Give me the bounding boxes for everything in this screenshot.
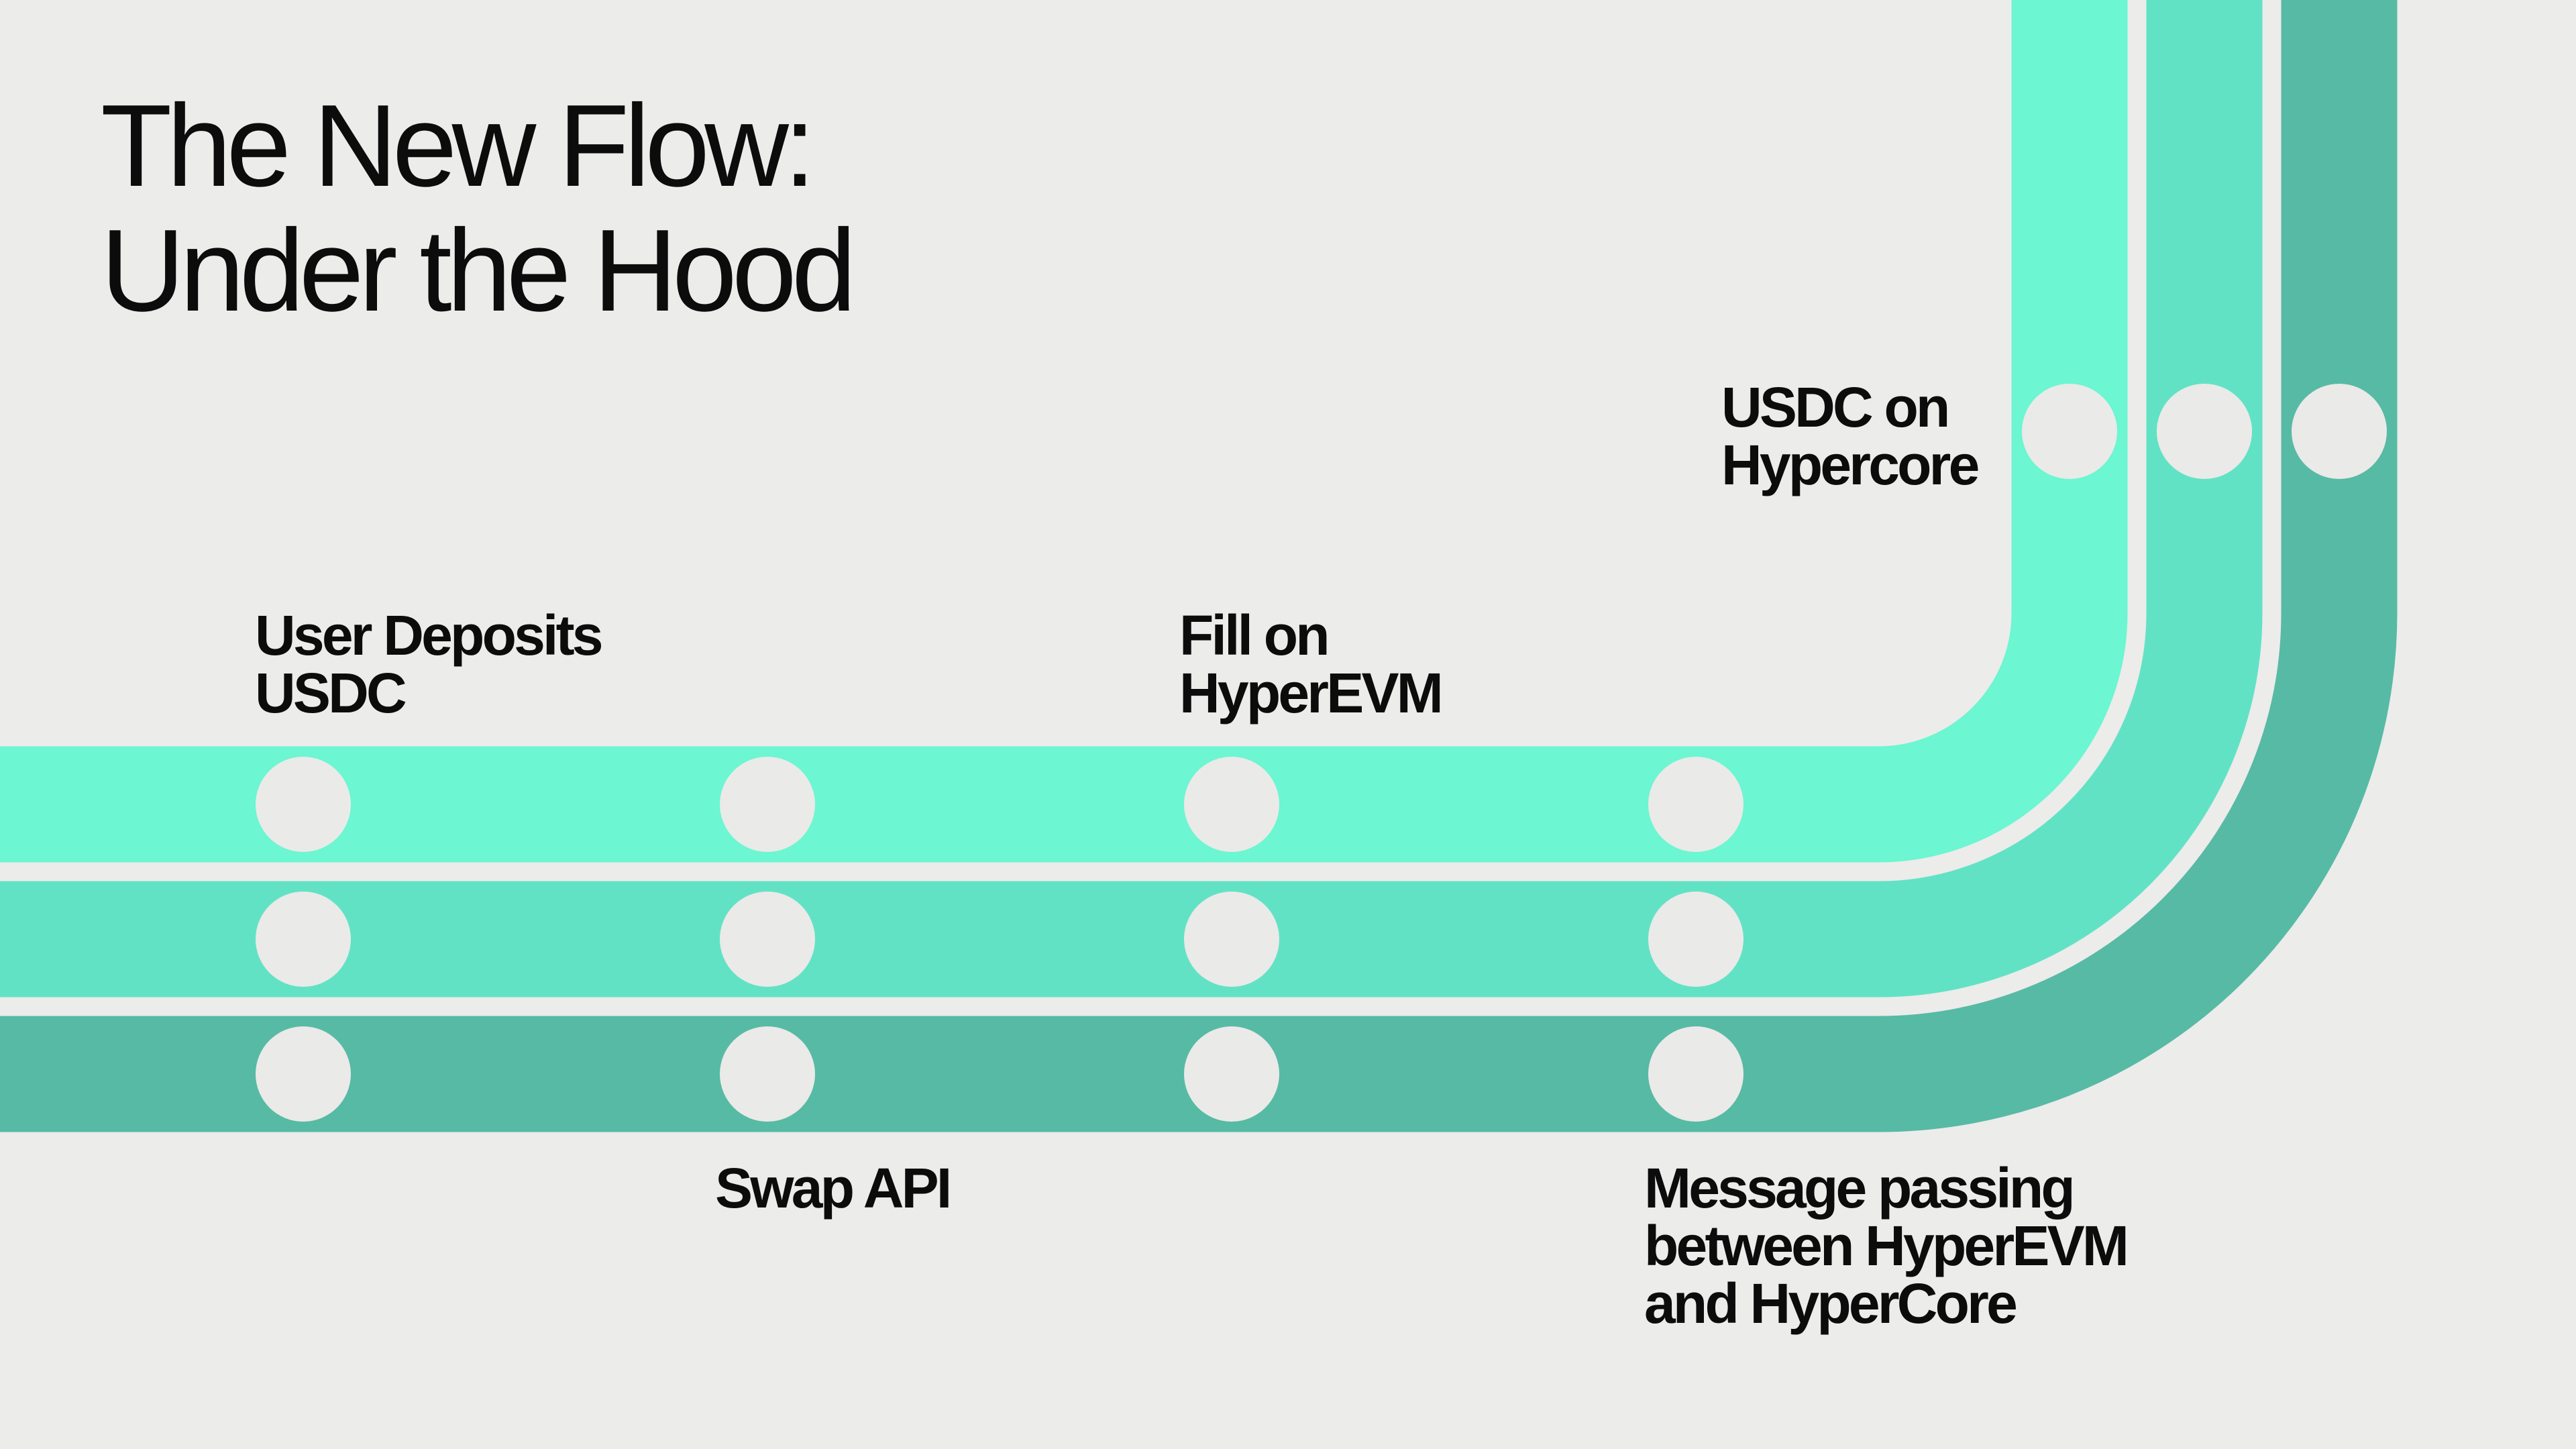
station-dot	[720, 892, 815, 987]
station-dot	[2022, 384, 2117, 479]
station-dot	[1184, 757, 1279, 852]
station-label-usdc-on-hypercore: USDC on Hypercore	[1721, 376, 1980, 496]
station-label-user-deposits-usdc: User Deposits USDC	[255, 604, 604, 724]
station-dot	[1648, 757, 1743, 852]
station-label-swap-api: Swap API	[715, 1157, 952, 1220]
station-dot	[720, 757, 815, 852]
station-label-fill-on-hyperevm: Fill on HyperEVM	[1179, 604, 1444, 724]
track-middle	[0, 0, 2263, 998]
station-dot	[1648, 892, 1743, 987]
track-inner	[0, 0, 2128, 863]
station-dot	[256, 1026, 351, 1122]
station-dot	[256, 757, 351, 852]
station-dot	[256, 892, 351, 987]
station-label-message-passing: Message passing between HyperEVM and Hyp…	[1644, 1157, 2129, 1335]
station-dot	[1184, 1026, 1279, 1122]
station-dot	[1648, 1026, 1743, 1122]
station-dot	[2292, 384, 2387, 479]
station-dot	[1184, 892, 1279, 987]
page-title: The New Flow: Under the Hood	[101, 80, 857, 335]
station-dot	[2157, 384, 2252, 479]
track-outer	[0, 0, 2398, 1132]
station-dot	[720, 1026, 815, 1122]
